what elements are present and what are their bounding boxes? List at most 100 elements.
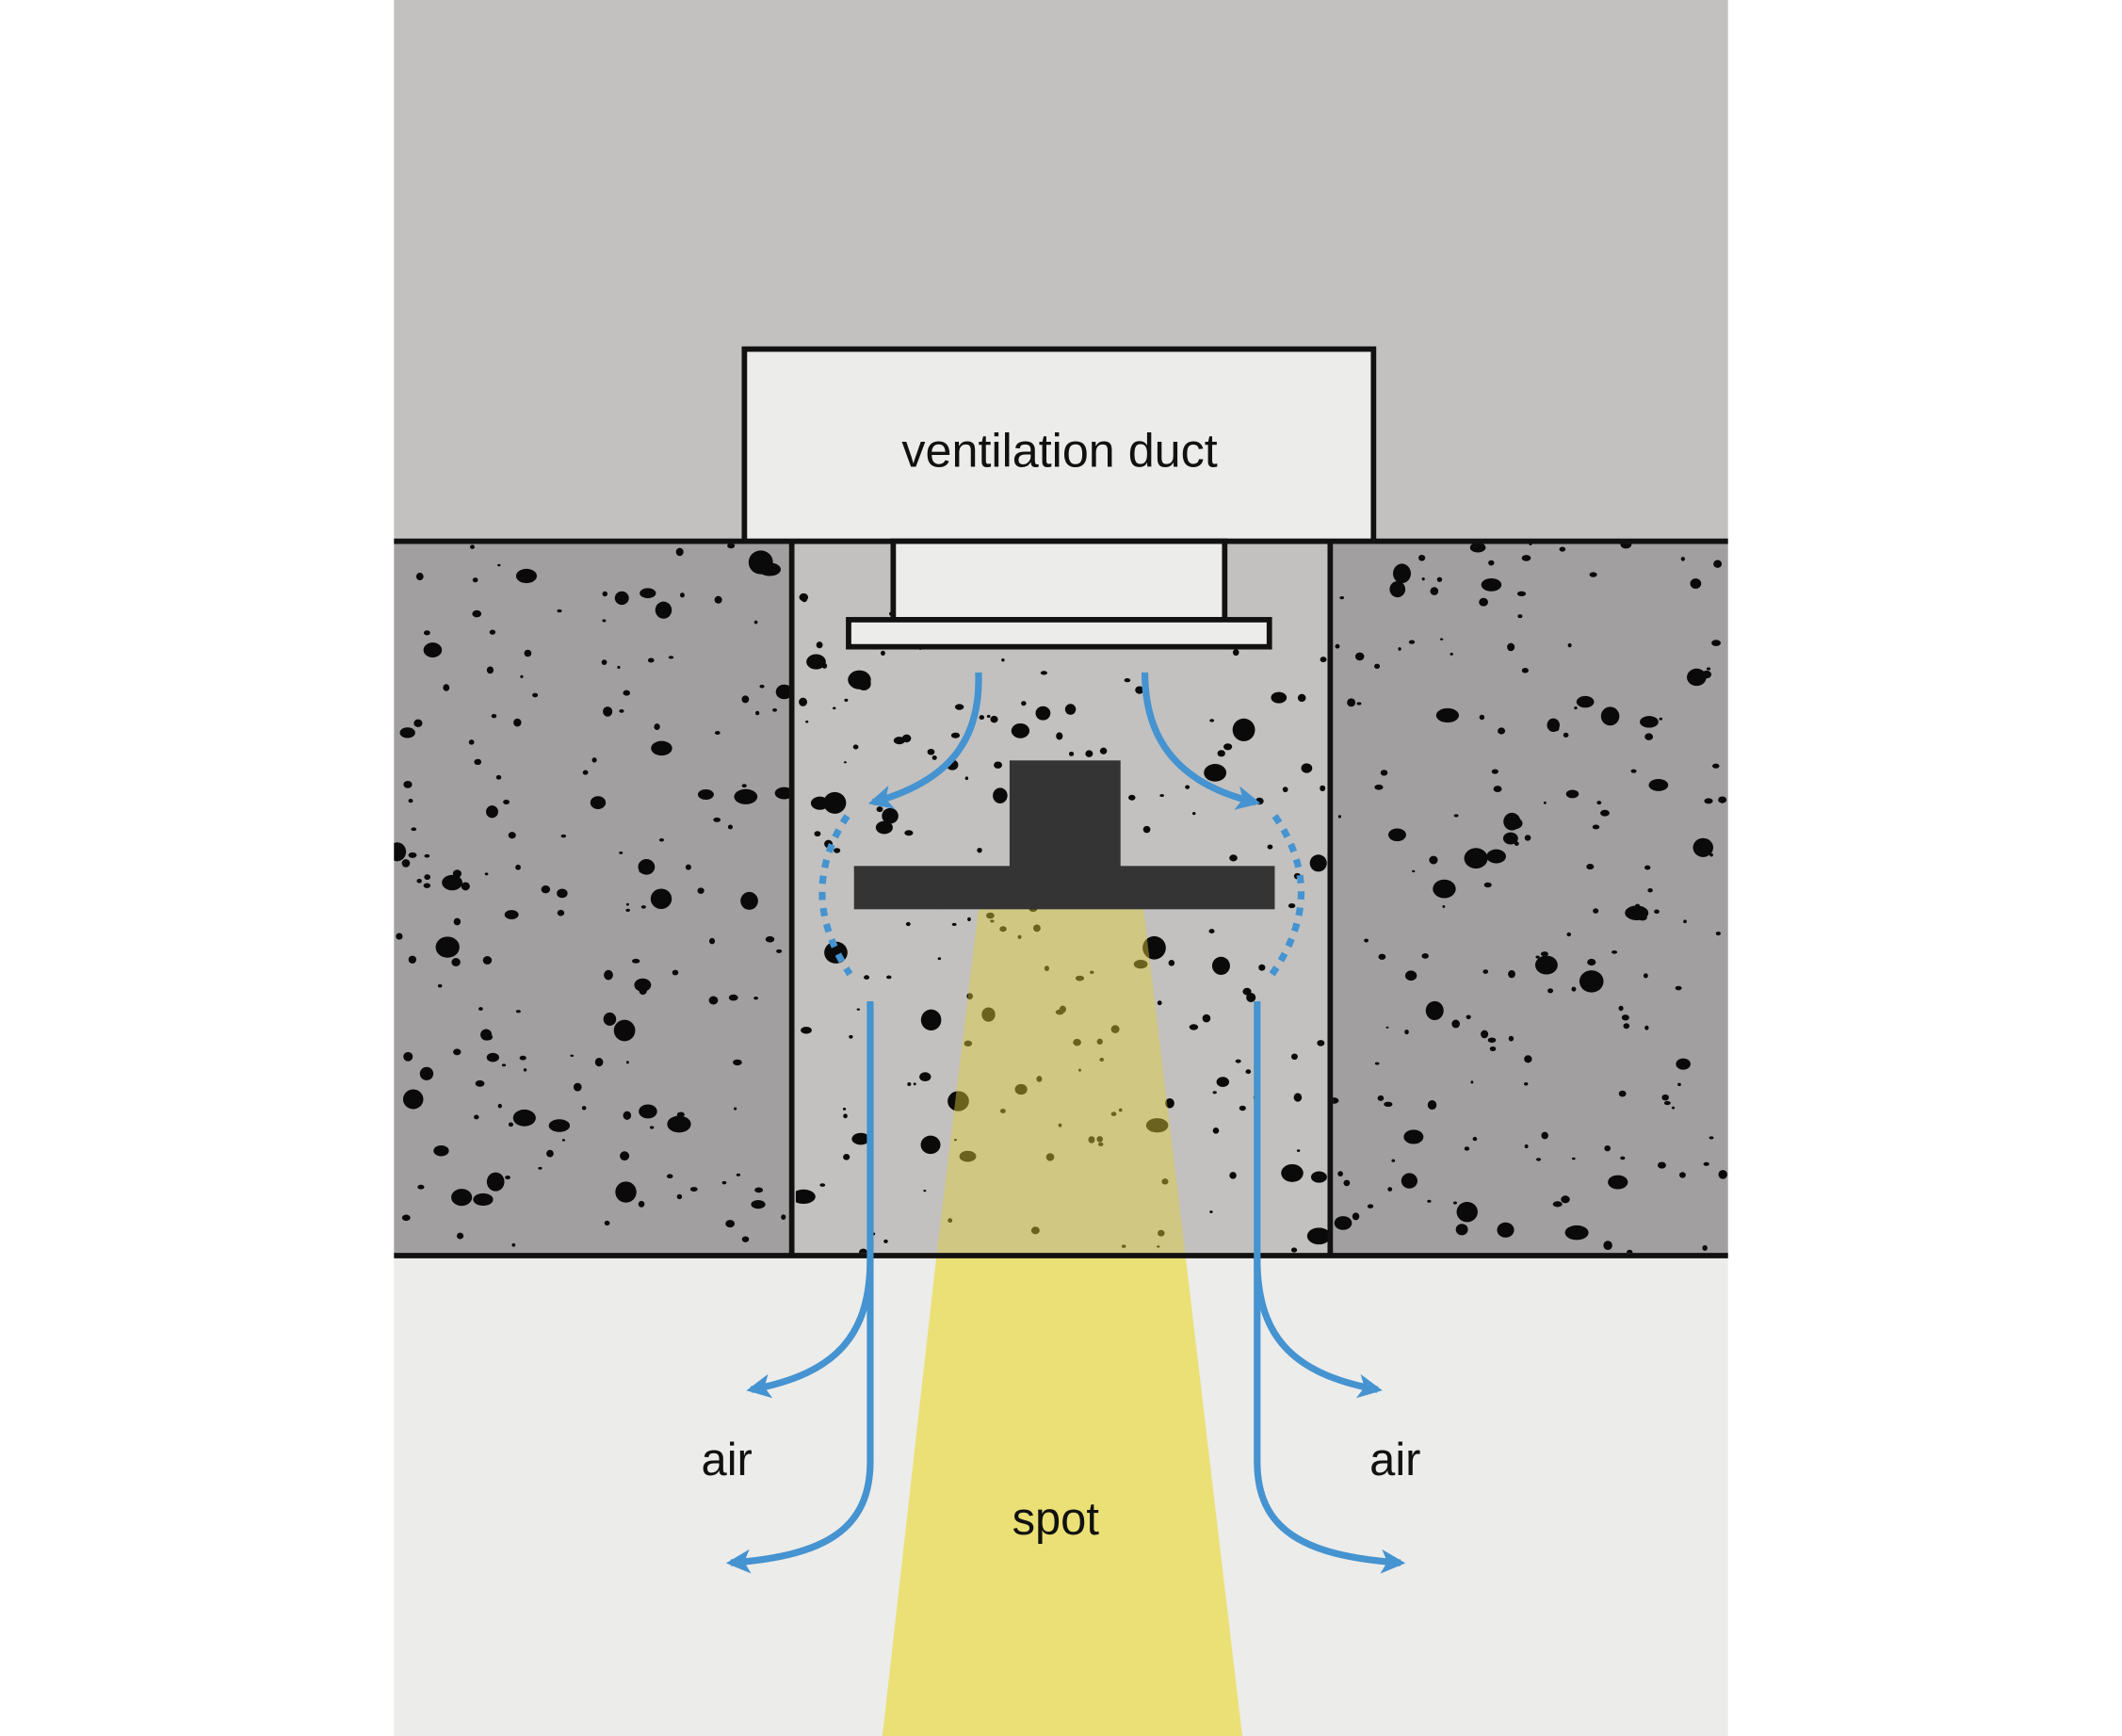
aggregate-speck	[1661, 1094, 1669, 1101]
aggregate-speck	[416, 878, 422, 884]
aggregate-speck	[1401, 1173, 1418, 1189]
aggregate-speck	[472, 577, 478, 583]
aggregate-speck	[966, 993, 973, 1000]
aggregate-speck	[1469, 544, 1486, 553]
aggregate-speck	[1033, 924, 1041, 933]
aggregate-speck	[1571, 1157, 1576, 1160]
spotlight-fixture	[853, 760, 1275, 910]
aggregate-speck	[1165, 1097, 1174, 1109]
aggregate-speck	[676, 1193, 683, 1200]
aggregate-speck	[631, 958, 640, 964]
aggregate-speck	[920, 1135, 941, 1155]
aggregate-speck	[399, 727, 415, 738]
aggregate-speck	[1142, 825, 1151, 834]
aggregate-speck	[1452, 1201, 1457, 1205]
aggregate-speck	[482, 956, 493, 965]
aggregate-speck	[423, 630, 430, 636]
aggregate-speck	[1486, 849, 1506, 864]
aggregate-speck	[1586, 864, 1595, 870]
aggregate-speck	[1507, 642, 1515, 652]
aggregate-speck	[1600, 809, 1610, 817]
aggregate-speck	[617, 665, 621, 670]
aggregate-speck	[709, 937, 716, 945]
aggregate-speck	[753, 620, 758, 625]
aggregate-speck	[937, 957, 942, 961]
aggregate-speck	[1288, 902, 1296, 909]
aggregate-speck	[1451, 1019, 1460, 1029]
aggregate-speck	[582, 770, 589, 775]
aggregate-speck	[475, 1079, 485, 1087]
aggregate-speck	[1559, 546, 1566, 552]
aggregate-speck	[1464, 848, 1488, 869]
aggregate-speck	[1493, 786, 1502, 793]
aggregate-speck	[638, 859, 656, 875]
aggregate-speck	[468, 739, 475, 745]
aggregate-speck	[1436, 576, 1443, 582]
aggregate-speck	[473, 1192, 494, 1207]
aggregate-speck	[1296, 1149, 1301, 1152]
aggregate-speck	[474, 1114, 479, 1120]
aggregate-speck	[1090, 970, 1094, 974]
aggregate-speck	[751, 1200, 766, 1209]
aggregate-speck	[515, 1010, 521, 1014]
ventilation-duct	[741, 346, 1377, 544]
aggregate-speck	[546, 1149, 554, 1158]
aggregate-speck	[591, 757, 597, 763]
aggregate-speck	[1535, 1158, 1542, 1161]
aggregate-speck	[1001, 657, 1005, 662]
aggregate-speck	[1255, 797, 1264, 805]
aggregate-speck	[1623, 1023, 1630, 1030]
aggregate-speck	[640, 588, 656, 599]
aggregate-speck	[1290, 1247, 1298, 1253]
aggregate-speck	[1099, 747, 1108, 754]
aggregate-speck	[953, 1138, 958, 1142]
aggregate-speck	[581, 1106, 587, 1111]
aggregate-speck	[959, 1150, 977, 1162]
aggregate-speck	[967, 917, 971, 921]
aggregate-speck	[413, 719, 423, 727]
aggregate-speck	[1466, 1014, 1471, 1020]
aggregate-speck	[1393, 563, 1411, 584]
aggregate-speck	[816, 641, 823, 649]
aggregate-speck	[1524, 1082, 1529, 1086]
aggregate-speck	[927, 748, 935, 755]
aggregate-speck	[1563, 732, 1569, 738]
aggregate-speck	[1430, 587, 1439, 595]
aggregate-speck	[1202, 1014, 1211, 1023]
aggregate-speck	[1618, 1090, 1627, 1097]
aggregate-speck	[1450, 652, 1453, 656]
aggregate-speck	[725, 1220, 736, 1228]
aggregate-speck	[1258, 964, 1266, 971]
aggregate-speck	[1608, 1175, 1628, 1190]
air-flow-arrows	[725, 672, 1406, 1574]
aggregate-speck	[754, 1187, 764, 1193]
aggregate-speck	[486, 666, 494, 674]
aggregate-speck	[951, 922, 957, 926]
aggregate-speck	[948, 1218, 953, 1224]
aggregate-speck	[1654, 909, 1660, 915]
aggregate-speck	[1384, 1101, 1393, 1108]
aggregate-speck	[1600, 706, 1620, 726]
aggregate-speck	[437, 983, 443, 988]
aggregate-speck	[401, 859, 411, 868]
aggregate-speck	[497, 563, 501, 567]
aggregate-speck	[754, 710, 760, 716]
aggregate-speck	[848, 670, 871, 690]
aggregate-speck	[1209, 1210, 1213, 1213]
aggregate-speck	[799, 592, 809, 602]
aggregate-speck	[486, 1172, 505, 1192]
aggregate-speck	[1711, 640, 1721, 646]
aggregate-speck	[799, 697, 808, 706]
aggregate-speck	[515, 864, 521, 870]
aggregate-speck	[999, 926, 1007, 933]
aggregate-speck	[1576, 695, 1595, 708]
aggregate-speck	[1398, 647, 1401, 651]
aggregate-speck	[1491, 769, 1498, 774]
aggregate-speck	[1036, 1076, 1043, 1082]
aggregate-speck	[1693, 837, 1714, 857]
aggregate-speck	[1145, 1118, 1169, 1133]
aggregate-speck	[741, 1236, 750, 1242]
aggregate-speck	[893, 737, 905, 745]
aggregate-speck	[1354, 652, 1365, 661]
aggregate-speckles-right	[1333, 544, 1727, 1254]
